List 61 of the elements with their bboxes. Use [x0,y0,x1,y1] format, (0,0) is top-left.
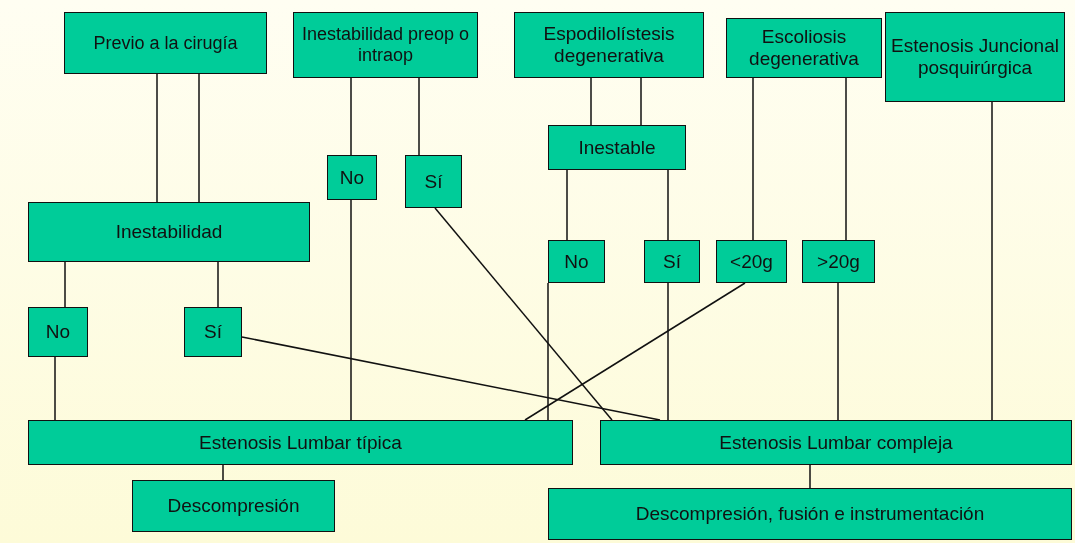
flow-box [548,240,605,283]
flow-box [802,240,875,283]
connector-line [566,169,568,241]
flow-box [293,12,478,78]
box-label: Sí [663,250,681,273]
flow-box [644,240,700,283]
connector-line [837,282,839,421]
flow-box [726,18,882,78]
box-label: Descompresión [167,495,300,517]
box-label: Inestabilidad [115,221,223,243]
connector-line [667,169,669,241]
box-label: Previo a la cirugía [93,32,238,54]
box-label: Estenosis Lumbar típica [199,431,402,454]
connector-line [350,199,352,421]
flow-box [514,12,704,78]
connector-line [590,77,592,126]
connector-line [241,336,661,421]
connector-line [667,282,669,421]
box-label: Inestable [578,136,656,159]
flow-box [716,240,787,283]
flow-box [548,488,1072,540]
connector-line [524,282,746,421]
flow-box [327,155,377,200]
box-label: >20g [817,250,860,273]
connector-line [547,282,549,421]
connector-line [350,77,352,156]
flow-box [132,480,335,532]
box-label: No [339,166,365,189]
box-label: Inestabilidad preop o intraop [300,24,471,66]
flow-box [28,420,573,465]
box-label: No [564,250,589,273]
box-label: No [45,321,71,343]
box-label: Estenosis Lumbar compleja [719,431,953,454]
connector-line [991,101,993,421]
connector-line [217,261,219,308]
flow-box [28,202,310,262]
connector-line [640,77,642,126]
box-label: Estenosis Juncional posquirúrgica [890,35,1060,79]
flow-box [885,12,1065,102]
connector-line [752,77,754,241]
flow-box [548,125,686,170]
box-label: Escoliosis degenerativa [748,26,860,70]
box-label: Sí [204,321,222,343]
connector-line [809,464,811,489]
connector-line [845,77,847,241]
connector-line [54,356,56,421]
flow-box [600,420,1072,465]
box-label: Sí [424,170,443,193]
flow-box [64,12,267,74]
flow-box [184,307,242,357]
connector-line [418,77,420,156]
box-label: Espodilolístesis degenerativa [542,23,676,67]
box-label: <20g [730,250,773,273]
connector-line [64,261,66,308]
box-label: Descompresión, fusión e instrumentación [635,503,985,525]
flow-box [405,155,462,208]
connector-line [156,73,158,203]
flow-box [28,307,88,357]
connector-line [434,207,613,421]
connector-line [222,464,224,481]
connector-line [198,73,200,203]
